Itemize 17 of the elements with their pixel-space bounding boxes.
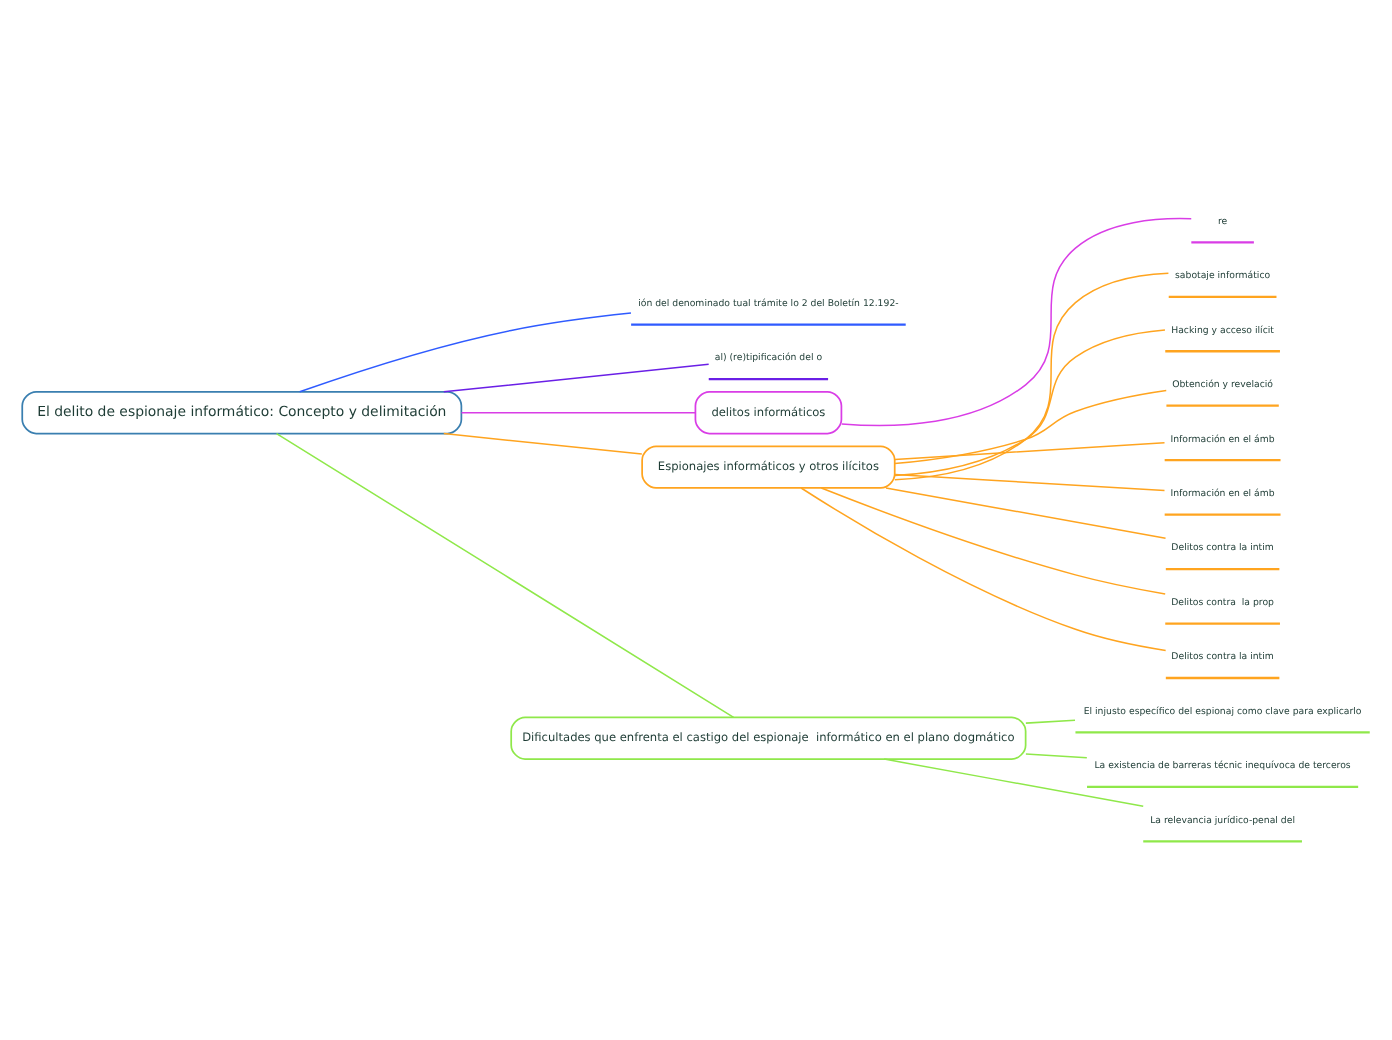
connector [894, 328, 1166, 476]
connector [443, 362, 710, 392]
connector [460, 410, 696, 413]
connector [1025, 718, 1076, 723]
connector [820, 486, 1166, 594]
connector [885, 486, 1167, 538]
connector [1025, 752, 1088, 758]
connector [893, 388, 1167, 464]
connector [894, 472, 1166, 491]
connector [443, 431, 643, 454]
connector [841, 216, 1192, 426]
connector [275, 431, 735, 718]
connector [298, 311, 632, 392]
connector [894, 441, 1166, 460]
connector [883, 757, 1144, 807]
connector [894, 271, 1170, 480]
connector [800, 486, 1167, 651]
